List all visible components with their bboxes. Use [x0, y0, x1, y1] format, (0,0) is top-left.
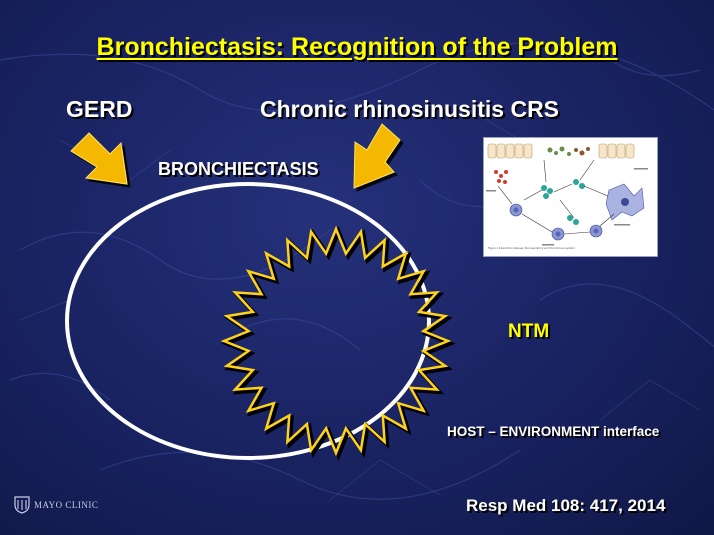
mayo-clinic-logo: MAYO CLINIC: [14, 496, 98, 514]
starburst-icon: [221, 226, 456, 461]
arrow-down-left-icon: [353, 123, 401, 189]
logo-text: MAYO CLINIC: [34, 500, 99, 510]
ntm-label: NTM: [508, 321, 550, 342]
inset-figure: Figure 1 Interaction between the respira…: [483, 137, 658, 257]
gerd-label: GERD: [66, 96, 133, 122]
inset-figure-graphic: [486, 143, 648, 246]
inset-figure-caption: Figure 1 Interaction between the respira…: [488, 247, 575, 250]
bronchiectasis-ellipse: [65, 182, 431, 460]
crs-label: Chronic rhinosinusitis CRS: [260, 96, 560, 122]
mayo-shield-icon: [14, 496, 30, 514]
slide-title: Bronchiectasis: Recognition of the Probl…: [96, 33, 618, 61]
bronchiectasis-label: BRONCHIECTASIS: [158, 159, 319, 179]
host-environment-label: HOST – ENVIRONMENT interface: [447, 424, 660, 439]
starburst-outline: [220, 225, 452, 457]
arrow-down-right-icon: [70, 132, 128, 185]
reference-citation: Resp Med 108: 417, 2014: [466, 496, 666, 515]
